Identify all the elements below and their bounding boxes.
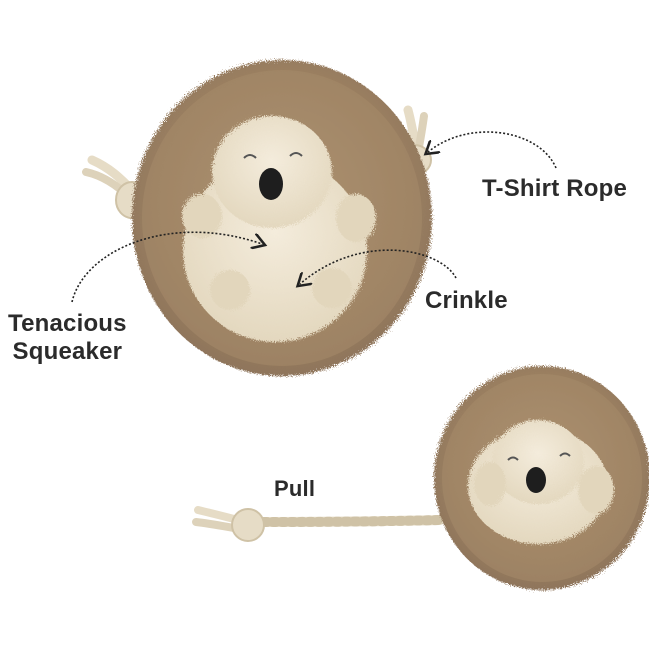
arrow-tenacious-squeaker — [71, 231, 262, 303]
label-crinkle: Crinkle — [425, 287, 508, 314]
arrow-t-shirt-rope — [428, 131, 557, 169]
label-tenacious-squeaker: Tenacious Squeaker — [8, 310, 127, 365]
arrow-crinkle — [300, 249, 457, 284]
label-t-shirt-rope: T-Shirt Rope — [482, 175, 628, 202]
hedgehog-plush-top — [82, 60, 432, 376]
pull-rope — [192, 506, 445, 542]
label-tenacious-line1: Tenacious — [8, 310, 127, 337]
label-pull: Pull — [274, 476, 316, 501]
rope-left — [82, 155, 149, 219]
label-tenacious-line2: Squeaker — [12, 337, 123, 365]
hedgehog-plush-bottom — [192, 366, 649, 590]
